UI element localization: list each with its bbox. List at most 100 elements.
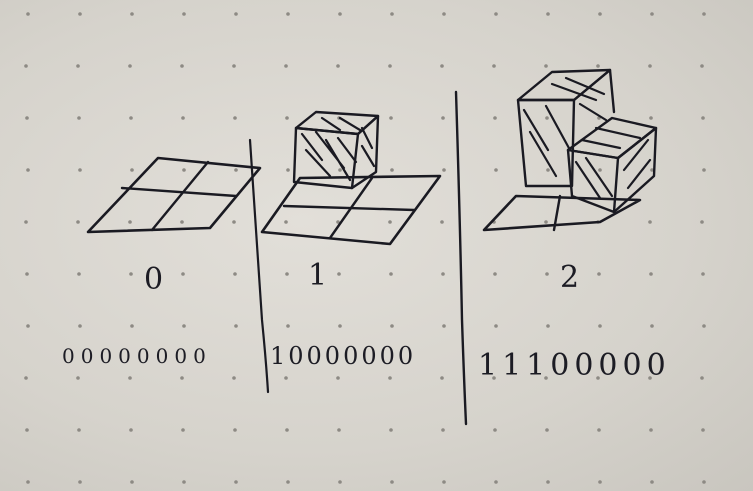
grid-dot [26, 324, 30, 328]
grid-dot [130, 480, 134, 484]
grid-dot [494, 480, 498, 484]
grid-dot [388, 64, 392, 68]
grid-dot [284, 220, 288, 224]
grid-dot [26, 12, 30, 16]
grid-dot [180, 64, 184, 68]
grid-dot [233, 272, 237, 276]
grid-dot [285, 116, 289, 120]
grid-dot [76, 64, 80, 68]
grid-dot [545, 428, 549, 432]
grid-dot [494, 168, 498, 172]
grid-dot [388, 376, 392, 380]
grid-dot [180, 220, 184, 224]
grid-dot [440, 220, 444, 224]
grid-dot [700, 376, 704, 380]
grid-dot [128, 64, 132, 68]
grid-dot [338, 324, 342, 328]
state-index-0: 0 [144, 262, 164, 297]
grid-dot [232, 220, 236, 224]
grid-dot [650, 480, 654, 484]
grid-dot [25, 428, 29, 432]
grid-dot [650, 168, 654, 172]
grid-dot [78, 324, 82, 328]
grid-dot [389, 428, 393, 432]
grid-dot [648, 64, 652, 68]
grid-dot [234, 12, 238, 16]
grid-dot [596, 64, 600, 68]
state-bits-0: 00000000 [62, 344, 212, 368]
grid-dot [649, 428, 653, 432]
grid-dot [598, 480, 602, 484]
grid-dot [493, 116, 497, 120]
grid-dot [286, 480, 290, 484]
grid-dot [338, 480, 342, 484]
grid-dot [440, 64, 444, 68]
grid-dot [544, 220, 548, 224]
state-bits-2: 11100000 [478, 348, 671, 383]
grid-dot [702, 12, 706, 16]
grid-state-1 [260, 174, 442, 246]
grid-dot [232, 64, 236, 68]
grid-dot [78, 480, 82, 484]
grid-dot [493, 272, 497, 276]
grid-dot [24, 220, 28, 224]
grid-dot [338, 12, 342, 16]
grid-dot [234, 168, 238, 172]
state-index-1: 1 [308, 258, 328, 293]
cube-state-2-bottom [566, 116, 658, 214]
grid-dot [493, 428, 497, 432]
grid-dot [545, 116, 549, 120]
grid-dot [337, 272, 341, 276]
dot-grid [24, 12, 706, 484]
grid-dot [648, 220, 652, 224]
grid-dot [596, 376, 600, 380]
grid-dot [701, 428, 705, 432]
grid-dot [546, 12, 550, 16]
grid-dot [388, 220, 392, 224]
grid-dot [26, 168, 30, 172]
grid-dot [649, 272, 653, 276]
grid-dot [390, 12, 394, 16]
grid-dot [336, 64, 340, 68]
grid-dot [390, 324, 394, 328]
grid-dot [76, 376, 80, 380]
grid-dot [129, 116, 133, 120]
grid-dot [492, 376, 496, 380]
grid-dot [597, 428, 601, 432]
grid-dot [284, 64, 288, 68]
grid-dot [336, 376, 340, 380]
grid-dot [598, 324, 602, 328]
grid-dot [130, 12, 134, 16]
grid-dot [181, 428, 185, 432]
grid-dot [650, 324, 654, 328]
grid-dot [182, 480, 186, 484]
grid-dot [494, 12, 498, 16]
grid-dot [494, 324, 498, 328]
grid-dot [598, 168, 602, 172]
grid-dot [182, 12, 186, 16]
grid-dot [182, 168, 186, 172]
grid-dot [24, 376, 28, 380]
grid-dot [441, 116, 445, 120]
grid-dot [545, 272, 549, 276]
grid-dot [544, 64, 548, 68]
grid-state-2 [482, 194, 642, 232]
state-index-2: 2 [560, 260, 580, 295]
grid-dot [546, 324, 550, 328]
grid-dot [440, 376, 444, 380]
grid-dot [286, 324, 290, 328]
grid-dot [442, 480, 446, 484]
grid-dot [130, 324, 134, 328]
grid-dot [700, 220, 704, 224]
grid-dot [78, 168, 82, 172]
cube-state-1 [292, 110, 380, 190]
grid-dot [442, 12, 446, 16]
divider-line-1 [248, 138, 270, 394]
grid-dot [77, 272, 81, 276]
grid-dot [182, 324, 186, 328]
state-bits-1: 10000000 [270, 342, 417, 370]
grid-dot [76, 220, 80, 224]
grid-dot [233, 428, 237, 432]
